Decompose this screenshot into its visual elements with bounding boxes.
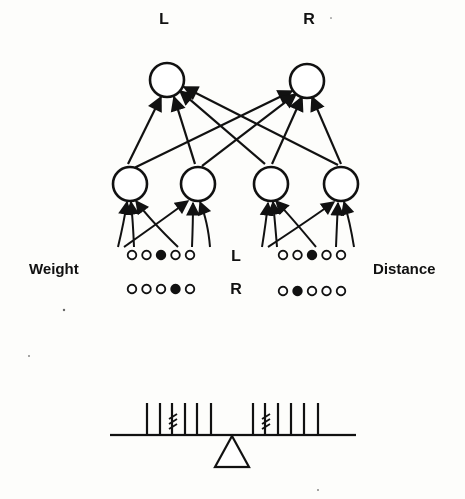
scale-left-weight: [168, 413, 178, 430]
weight-left-unit-5-inactive: [184, 249, 196, 261]
weight-right-unit-5-inactive: [184, 283, 196, 295]
hidden-layer: [111, 165, 360, 203]
output-unit-left: [148, 61, 186, 99]
scale-right-pegs: [251, 403, 320, 435]
output-unit-right: [288, 62, 326, 100]
distance-right-input-row: [277, 285, 347, 297]
distance-right-unit-2-active: [292, 285, 303, 297]
weight-right-unit-3-inactive: [155, 283, 167, 295]
scale-left-pegs: [145, 403, 213, 435]
hidden-unit-4: [322, 165, 360, 203]
hidden-to-output-connections: [127, 86, 343, 169]
distance-left-unit-3-active: [306, 249, 318, 261]
scan-specks: [28, 17, 332, 491]
row-label-left: L: [231, 248, 241, 265]
distance-left-input-row: [277, 249, 347, 261]
hidden-unit-2: [179, 165, 217, 203]
weight-right-input-row: [126, 283, 196, 295]
weight-left-unit-2-inactive: [141, 249, 152, 261]
weight-left-unit-3-active: [155, 249, 167, 261]
weight-left-input-row: [126, 249, 196, 261]
hidden-unit-1: [111, 165, 149, 203]
weight-group-label: Weight: [29, 261, 79, 278]
distance-right-unit-4-inactive: [321, 285, 332, 297]
weight-right-unit-4-active: [170, 283, 181, 295]
distance-right-unit-5-inactive: [335, 285, 347, 297]
scale-fulcrum: [213, 433, 251, 469]
balance-scale: [110, 403, 356, 469]
weight-left-unit-4-inactive: [170, 249, 181, 261]
distance-left-unit-5-inactive: [335, 249, 347, 261]
output-label-left: L: [159, 11, 169, 28]
hidden-unit-3: [252, 165, 290, 203]
distance-left-unit-2-inactive: [292, 249, 303, 261]
distance-group-label: Distance: [373, 261, 436, 278]
scale-right-weight: [261, 413, 271, 430]
output-label-right: R: [303, 11, 315, 28]
distance-right-unit-3-inactive: [306, 285, 318, 297]
input-to-hidden-connections: [117, 199, 355, 248]
weight-right-unit-2-inactive: [141, 283, 152, 295]
distance-left-unit-4-inactive: [321, 249, 332, 261]
row-label-right: R: [230, 281, 242, 298]
distance-left-unit-1-inactive: [277, 249, 289, 261]
weight-left-unit-1-inactive: [126, 249, 138, 261]
distance-right-unit-1-inactive: [277, 285, 289, 297]
weight-right-unit-1-inactive: [126, 283, 138, 295]
